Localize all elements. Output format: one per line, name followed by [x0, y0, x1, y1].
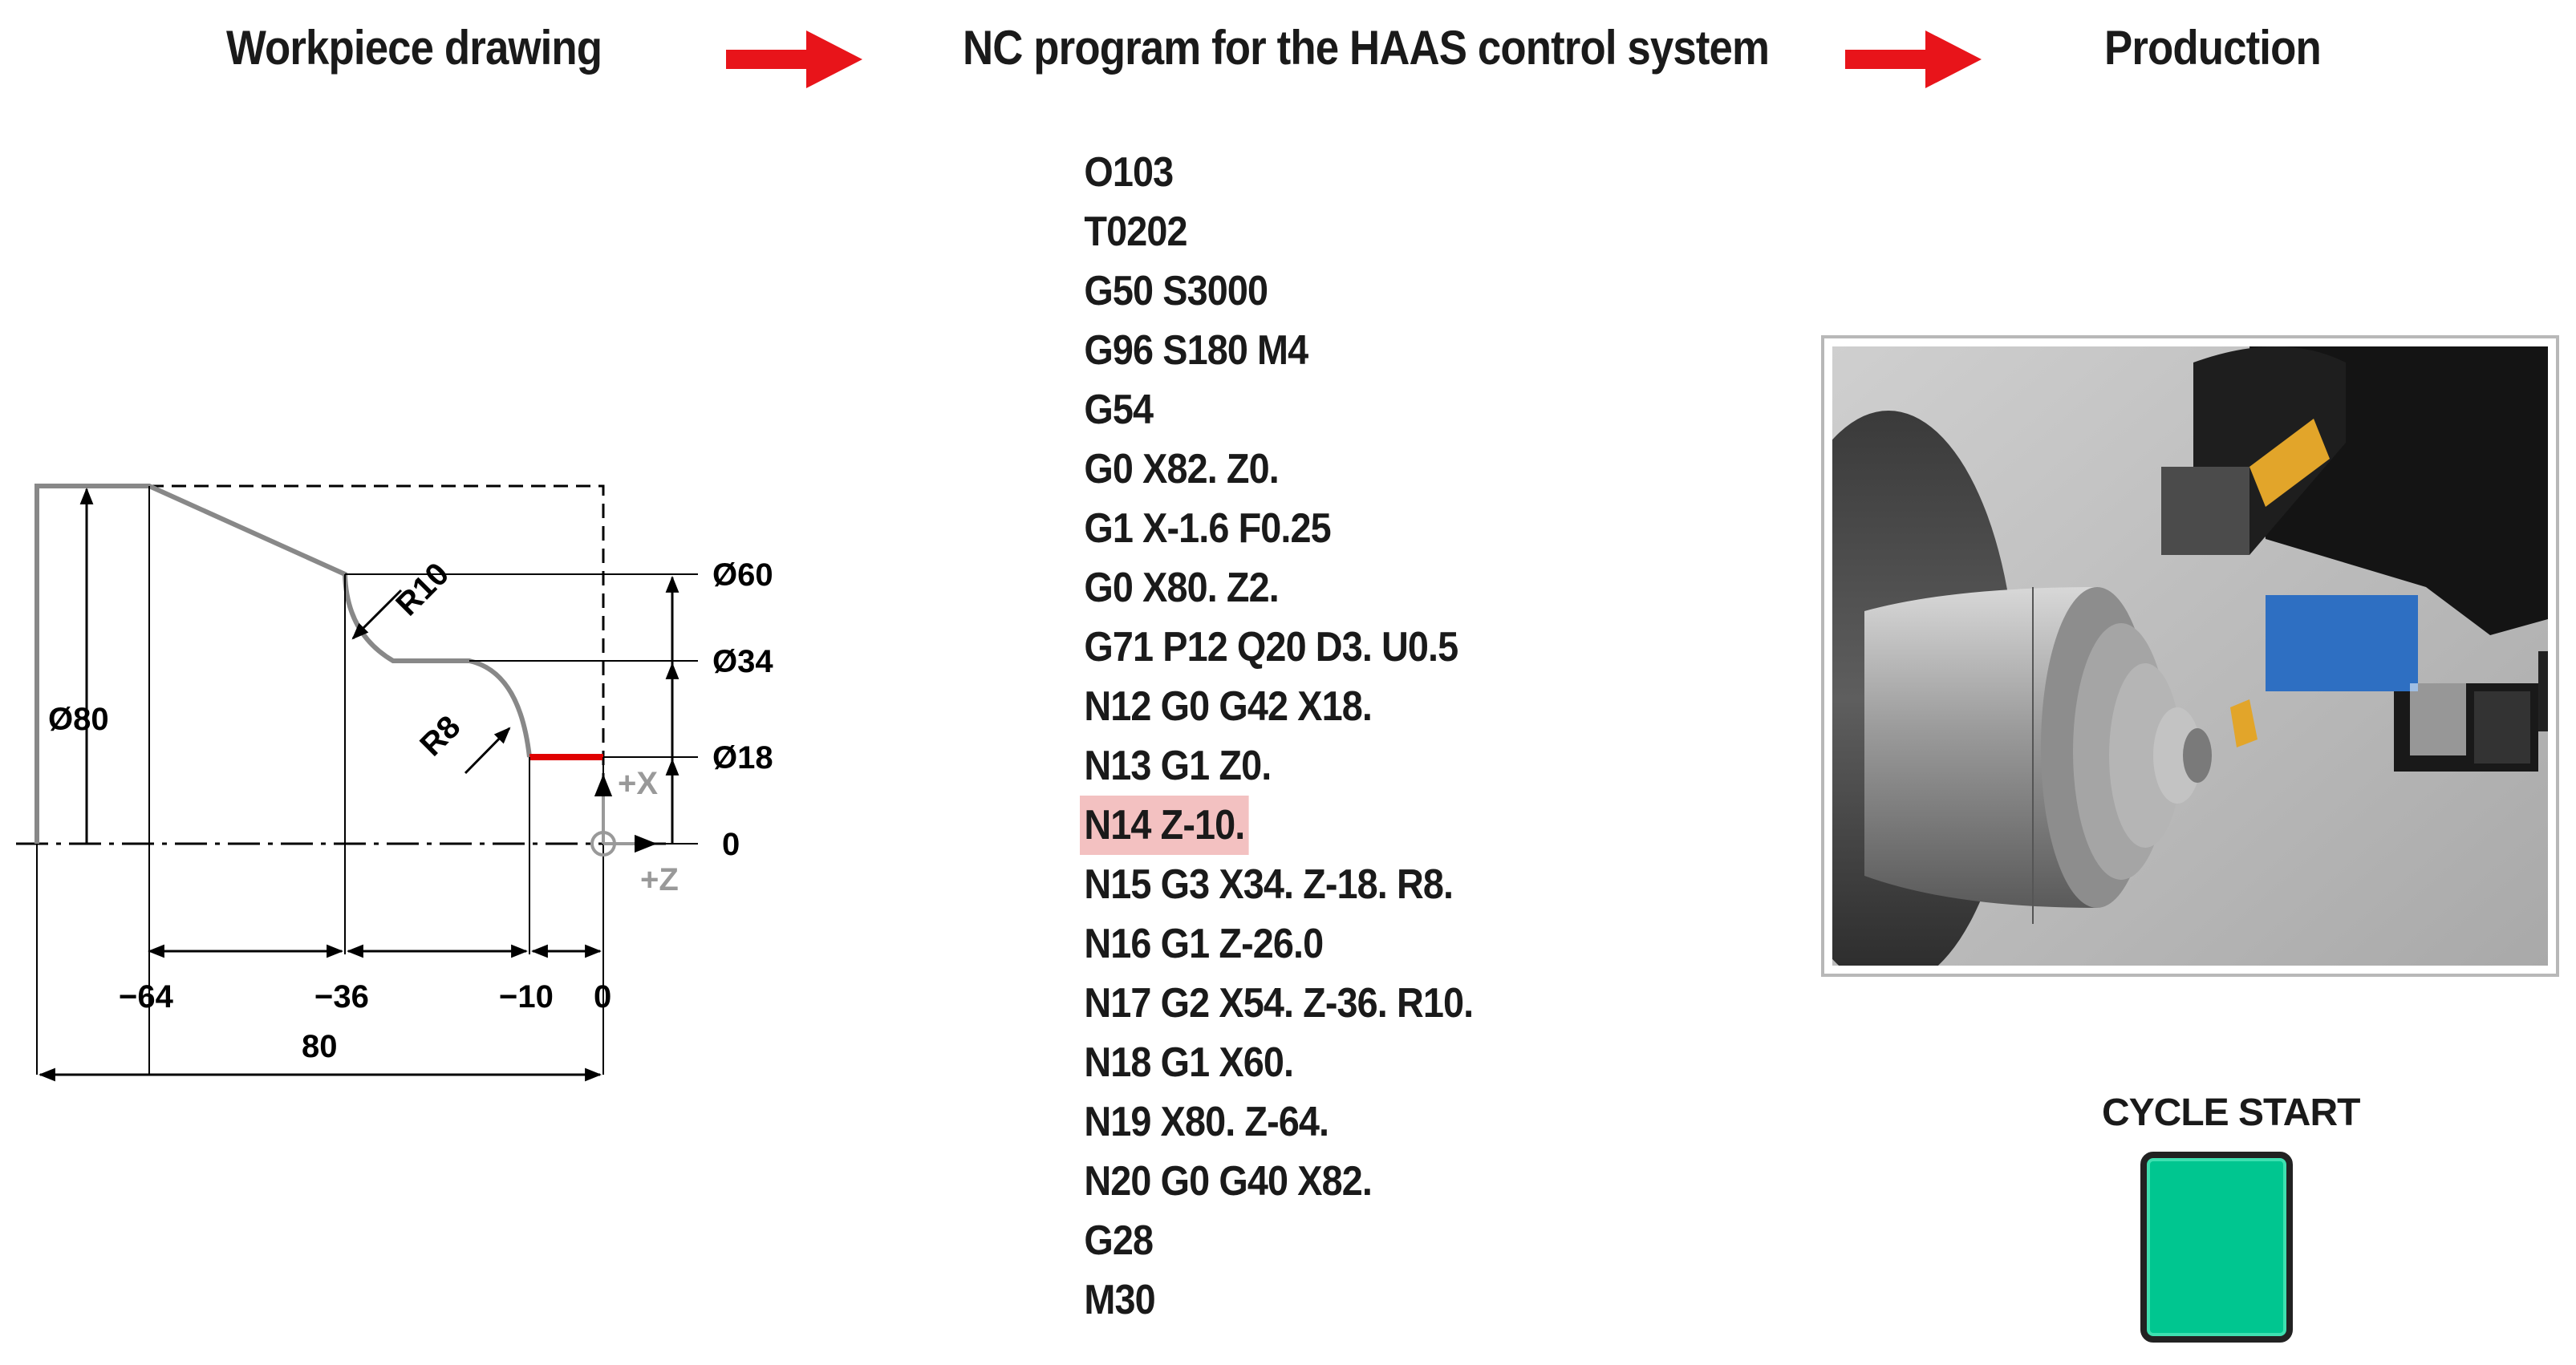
cycle-start-button[interactable] [2140, 1152, 2293, 1343]
nc-line: N19 X80. Z-64. [1084, 1099, 1329, 1145]
part-contour [34, 484, 532, 844]
lathe-scene-image [1832, 346, 2548, 966]
cutting-insert-icon [2249, 419, 2330, 507]
header-workpiece-drawing: Workpiece drawing [226, 21, 602, 75]
r8-label: R8 [413, 709, 467, 763]
nc-line: G1 X-1.6 F0.25 [1084, 505, 1331, 552]
origin-symbol-icon [590, 774, 657, 857]
nc-line: G96 S180 M4 [1084, 327, 1308, 374]
tick-minus-10: −10 [499, 979, 554, 1015]
nc-line: N18 G1 X60. [1084, 1039, 1294, 1086]
machining-simulation-view [1821, 335, 2559, 977]
length-80-label: 80 [302, 1029, 338, 1064]
nc-line: N17 G2 X54. Z-36. R10. [1084, 980, 1474, 1027]
stock-outline [149, 484, 605, 844]
nc-line: G71 P12 Q20 D3. U0.5 [1084, 624, 1458, 670]
tick-minus-36: −36 [314, 979, 369, 1015]
radius-arrow [351, 589, 403, 640]
r10-label: R10 [389, 556, 456, 622]
header-nc-program: NC program for the HAAS control system [963, 21, 1770, 75]
zero-x-label: 0 [722, 827, 740, 862]
nc-line-highlighted: N14 Z-10. [1080, 796, 1522, 855]
nc-line: M30 [1084, 1277, 1155, 1323]
dia-80-label: Ø80 [48, 702, 109, 737]
nc-program-listing: O103 T0202 G50 S3000 G96 S180 M4 G54 G0 … [1080, 143, 1522, 1330]
radius-arrow [464, 727, 511, 775]
nc-line: N15 G3 X34. Z-18. R8. [1084, 861, 1454, 908]
nc-line: G0 X80. Z2. [1084, 565, 1279, 611]
header-production: Production [2104, 21, 2322, 75]
flow-arrow-icon [726, 30, 862, 88]
nc-line: T0202 [1084, 209, 1187, 255]
nc-line: G0 X82. Z0. [1084, 446, 1279, 492]
nc-line: N13 G1 Z0. [1084, 743, 1272, 789]
nc-line: G28 [1084, 1217, 1154, 1264]
plus-z-label: +Z [640, 862, 679, 897]
flow-arrow-icon [1845, 30, 1982, 88]
nc-line: N12 G0 G42 X18. [1084, 683, 1372, 730]
dia-34-label: Ø34 [712, 644, 773, 679]
nc-line: N16 G1 Z-26.0 [1084, 921, 1324, 967]
workpiece-drawing: Ø60 Ø34 Ø18 0 Ø80 R10 R8 +X +Z −64 −36 −… [16, 484, 773, 1082]
tick-zero: 0 [594, 979, 611, 1015]
cycle-start-label: CYCLE START [2102, 1092, 2360, 1134]
dia-60-label: Ø60 [712, 557, 773, 593]
nc-line: G50 S3000 [1084, 268, 1268, 314]
nc-line: G54 [1084, 387, 1154, 433]
plus-x-label: +X [618, 766, 658, 801]
nc-line: N20 G0 G40 X82. [1084, 1158, 1372, 1205]
tick-minus-64: −64 [119, 979, 174, 1015]
nc-line: O103 [1084, 149, 1174, 196]
dia-18-label: Ø18 [712, 740, 773, 776]
